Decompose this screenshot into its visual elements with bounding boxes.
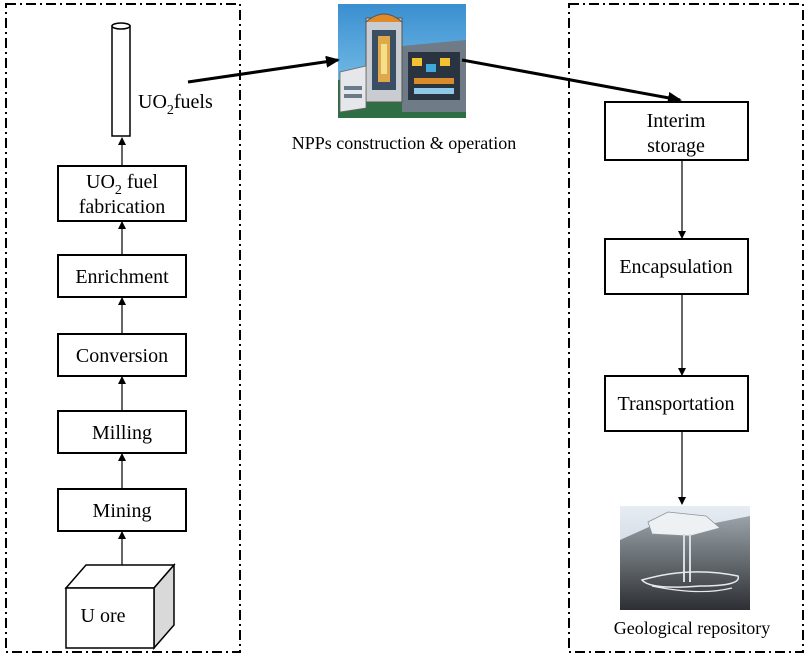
transportation-box: [604, 375, 749, 432]
u-ore-cube: [64, 562, 176, 651]
interim-storage-box: [604, 101, 749, 161]
mining-box: [57, 488, 187, 532]
fuel-rod: [111, 25, 131, 137]
conversion-box: [57, 333, 187, 377]
front-end-frame: [5, 3, 241, 653]
mining-label: Mining: [93, 500, 152, 522]
interim-storage-line2: storage: [647, 135, 705, 157]
uo2-fuel-fabrication-line1: UO2 fuel: [86, 171, 158, 198]
uo2-fuel-fabrication-line2: fabrication: [79, 196, 166, 218]
geological-repository-icon: [620, 506, 750, 610]
nuclear-power-plant-icon: [338, 4, 466, 118]
transportation-label: Transportation: [617, 393, 734, 415]
uo2-fuels-label: UO2fuels: [138, 91, 213, 118]
repository-caption: Geological repository: [614, 618, 770, 638]
npp-caption: NPPs construction & operation: [292, 133, 516, 153]
milling-label: Milling: [92, 422, 152, 444]
encapsulation-label: Encapsulation: [619, 256, 732, 278]
enrichment-label: Enrichment: [75, 266, 169, 288]
fuel-rod-top: [111, 22, 131, 30]
arrow-fuels-to-npp: [187, 55, 340, 84]
back-end-frame: [568, 3, 804, 653]
arrow-npp-to-interim-storage: [461, 58, 682, 104]
encapsulation-box: [604, 238, 749, 295]
u-ore-label: U ore: [81, 605, 126, 627]
conversion-label: Conversion: [76, 345, 168, 367]
interim-storage-line1: Interim: [647, 110, 706, 132]
